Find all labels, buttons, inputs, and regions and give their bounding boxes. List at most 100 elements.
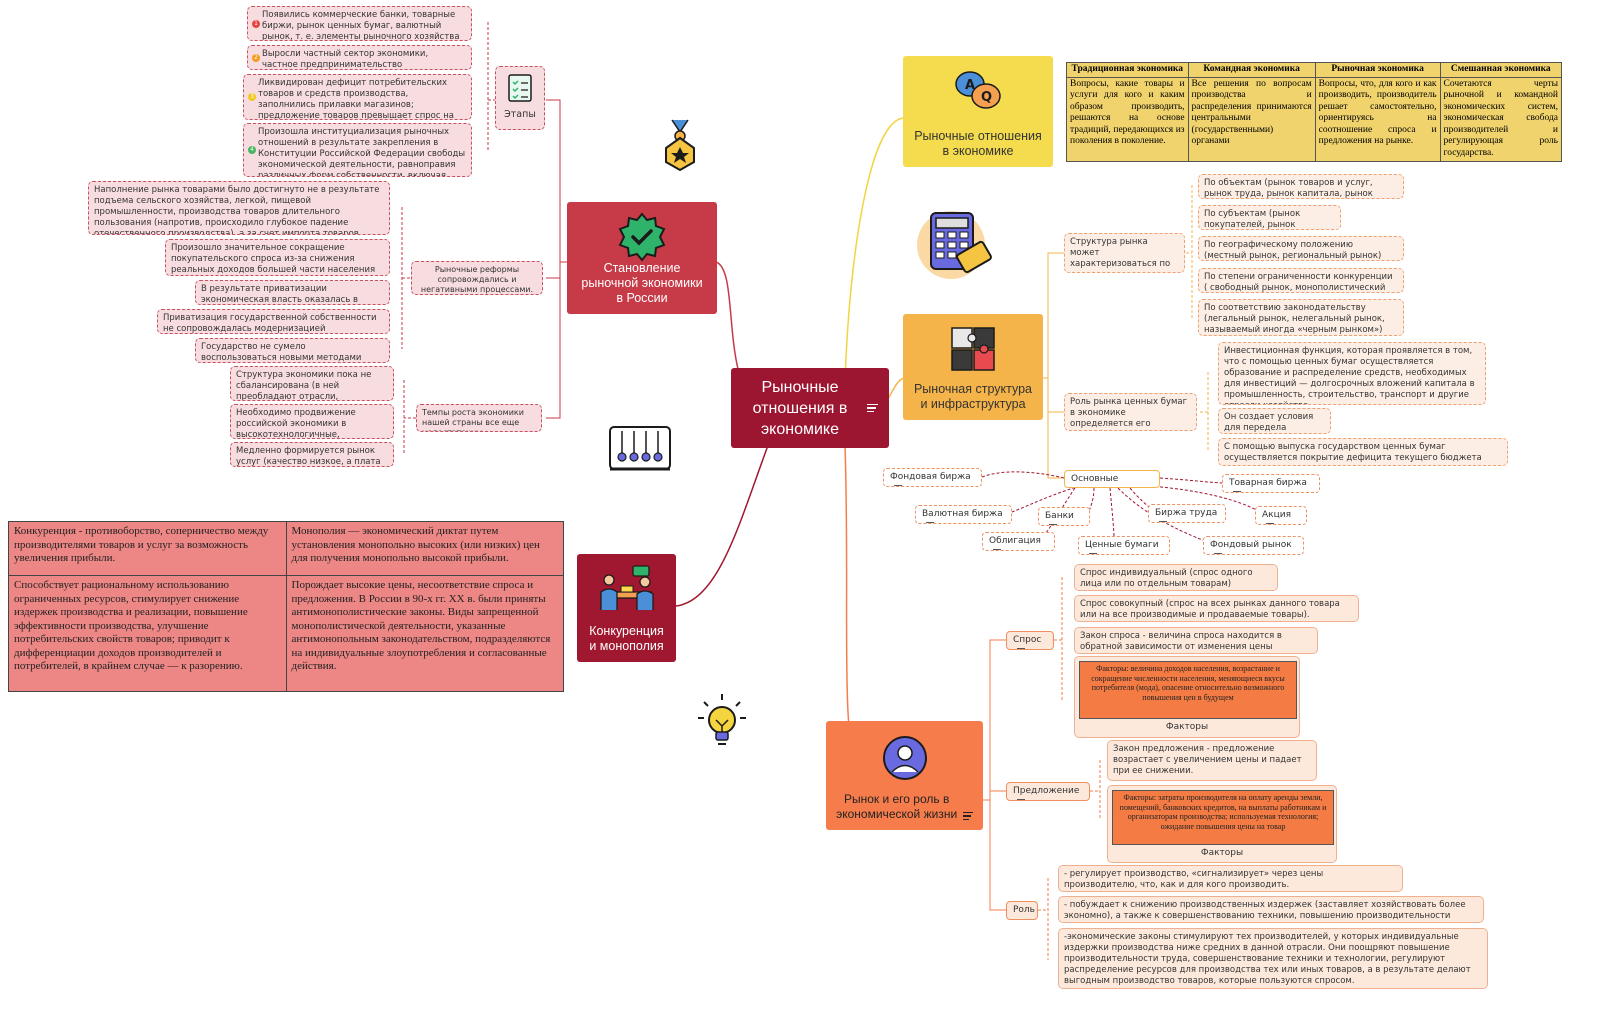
- supply-law-text: Закон предложения - предложение возраста…: [1113, 744, 1302, 776]
- menu-icon[interactable]: [993, 547, 1001, 550]
- supply-factors-node[interactable]: Факторы: затраты производителя на оплату…: [1107, 785, 1337, 863]
- securities-item-1[interactable]: Инвестиционная функция, которая проявляе…: [1218, 342, 1486, 405]
- supply-node[interactable]: Предложение: [1006, 782, 1090, 801]
- topic-market-title: Рынок и его роль в экономической жизни: [836, 792, 958, 821]
- central-topic[interactable]: Рыночные отношения в экономике: [731, 368, 889, 448]
- checklist-icon: [508, 74, 532, 102]
- menu-icon[interactable]: [926, 520, 934, 523]
- role-item-2[interactable]: - побуждает к снижению производственных …: [1058, 896, 1484, 923]
- demand-item-3[interactable]: Закон спроса - величина спроса находится…: [1074, 627, 1318, 654]
- stage-1[interactable]: 1 Появились коммерческие банки, товарные…: [247, 6, 472, 41]
- check-badge-icon: [618, 212, 666, 262]
- growth-item-3[interactable]: Медленно формируется рынок услуг (качест…: [230, 442, 394, 467]
- reform-item-4[interactable]: Приватизация государственной собственнос…: [157, 309, 390, 334]
- elements-node[interactable]: Основные элементы: [1064, 470, 1160, 488]
- demand-item-2[interactable]: Спрос совокупный (спрос на всех рынках д…: [1074, 595, 1359, 622]
- stage-4[interactable]: 4 Произошла институциализация рыночных о…: [243, 123, 472, 177]
- elements-label: Основные элементы: [1071, 474, 1119, 487]
- reform-item-3[interactable]: В результате приватизации экономическая …: [195, 280, 390, 305]
- stage-text: Произошла институциализация рыночных отн…: [258, 127, 466, 177]
- growth-text: Структура экономики пока не сбалансирова…: [236, 370, 372, 401]
- menu-icon[interactable]: [867, 402, 878, 415]
- role-text: - побуждает к снижению производственных …: [1064, 900, 1466, 921]
- element-share[interactable]: Акция: [1255, 506, 1307, 525]
- topic-rise-of-market-economy[interactable]: Становление рыночной экономики в России: [567, 202, 717, 314]
- element-commodity-exchange[interactable]: Товарная биржа: [1222, 474, 1320, 493]
- demand-node[interactable]: Спрос: [1006, 631, 1054, 650]
- demand-item-1[interactable]: Спрос индивидуальный (спрос одного лица …: [1074, 564, 1278, 591]
- element-label: Фондовая биржа: [890, 472, 971, 482]
- table-cell: Сочетаются черты рыночной и командной эк…: [1439, 76, 1563, 163]
- stage-number: 3: [248, 93, 256, 101]
- menu-icon[interactable]: [1214, 551, 1222, 554]
- menu-icon[interactable]: [1233, 489, 1241, 492]
- criteria-item-3[interactable]: По географическому положению (местный ры…: [1198, 236, 1404, 261]
- criteria-node[interactable]: Структура рынка может характеризоваться …: [1064, 233, 1185, 273]
- element-securities[interactable]: Ценные бумаги: [1078, 536, 1170, 555]
- securities-text: Инвестиционная функция, которая проявляе…: [1224, 346, 1475, 404]
- element-currency-exchange[interactable]: Валютная биржа: [915, 505, 1012, 524]
- topic-market-role[interactable]: Рынок и его роль в экономической жизни: [826, 721, 983, 830]
- demand-factors-text: Факторы: величина доходов населения, воз…: [1079, 661, 1297, 719]
- menu-icon[interactable]: [894, 483, 902, 486]
- competition-definition: Конкуренция - противоборство, соперничес…: [8, 520, 287, 577]
- growth-node[interactable]: Темпы роста экономики нашей страны все е…: [416, 404, 542, 432]
- topic-competition-monopoly[interactable]: Конкуренция и монополия: [577, 554, 676, 662]
- criteria-label: Структура рынка может характеризоваться …: [1070, 237, 1174, 272]
- reform-item-1[interactable]: Наполнение рынка товарами было достигнут…: [88, 181, 390, 235]
- role-item-3[interactable]: -экономические законы стимулируют тех пр…: [1058, 928, 1488, 989]
- stage-2[interactable]: 2 Выросли частный сектор экономики, част…: [247, 45, 472, 70]
- element-label: Акция: [1262, 510, 1291, 520]
- svg-text:A: A: [965, 78, 975, 93]
- table-header: Смешанная экономика: [1439, 62, 1563, 78]
- menu-icon[interactable]: [1159, 519, 1167, 522]
- demand-text: Закон спроса - величина спроса находится…: [1080, 631, 1282, 652]
- reform-item-2[interactable]: Произошло значительное сокращение покупа…: [165, 239, 390, 276]
- user-circle-icon: [883, 736, 927, 780]
- criteria-item-2[interactable]: По субъектам (рынок покупателей, рынок п…: [1198, 205, 1341, 230]
- menu-icon[interactable]: [1266, 521, 1274, 524]
- stages-node[interactable]: Этапы: [495, 66, 545, 130]
- growth-item-2[interactable]: Необходимо продвижение российской эконом…: [230, 404, 394, 439]
- securities-node[interactable]: Роль рынка ценных бумаг в экономике опре…: [1064, 393, 1197, 431]
- stage-number: 2: [252, 54, 260, 62]
- element-stock-exchange[interactable]: Фондовая биржа: [883, 468, 982, 487]
- element-bond[interactable]: Облигация: [982, 532, 1055, 551]
- menu-icon[interactable]: [1017, 646, 1025, 649]
- menu-icon[interactable]: [1089, 551, 1097, 554]
- role-node[interactable]: Роль: [1006, 901, 1038, 920]
- securities-item-3[interactable]: С помощью выпуска государством ценных бу…: [1218, 438, 1508, 466]
- criteria-item-1[interactable]: По объектам (рынок товаров и услуг, рыно…: [1198, 174, 1404, 199]
- stage-text: Ликвидирован дефицит потребительских тов…: [258, 78, 455, 120]
- reform-text: В результате приватизации экономическая …: [201, 284, 359, 305]
- supply-label: Предложение: [1013, 786, 1080, 796]
- element-label: Валютная биржа: [922, 509, 1003, 519]
- demand-text: Спрос совокупный (спрос на всех рынках д…: [1080, 599, 1340, 620]
- table-cell: Все решения по вопросам производства и р…: [1187, 76, 1316, 163]
- stages-label: Этапы: [504, 109, 536, 120]
- stage-3[interactable]: 3 Ликвидирован дефицит потребительских т…: [243, 74, 472, 120]
- topic-market-relations[interactable]: A Q Рыночные отношения в экономике: [903, 56, 1053, 167]
- element-banks[interactable]: Банки: [1038, 507, 1090, 526]
- securities-item-2[interactable]: Он создает условия для передела собствен…: [1218, 408, 1331, 434]
- supply-law[interactable]: Закон предложения - предложение возраста…: [1107, 740, 1317, 781]
- menu-icon[interactable]: [1049, 522, 1057, 525]
- criteria-item-4[interactable]: По степени ограниченности конкуренции ( …: [1198, 268, 1404, 293]
- menu-icon[interactable]: [963, 810, 973, 823]
- role-text: - регулирует производство, «сигнализируе…: [1064, 869, 1324, 890]
- criteria-item-5[interactable]: По соответствию законодательству (легаль…: [1198, 299, 1404, 336]
- reform-item-5[interactable]: Государство не сумело воспользоваться но…: [195, 338, 390, 363]
- role-item-1[interactable]: - регулирует производство, «сигнализируе…: [1058, 865, 1403, 892]
- topic-market-structure[interactable]: Рыночная структура и инфраструктура: [903, 314, 1043, 420]
- menu-icon[interactable]: [1017, 797, 1025, 800]
- qa-bubbles-icon: A Q: [955, 71, 1001, 109]
- element-stock-market[interactable]: Фондовый рынок: [1203, 536, 1304, 555]
- topic-rise-title: Становление рыночной экономики в России: [581, 261, 703, 305]
- competition-effects: Способствует рациональному использованию…: [8, 575, 287, 692]
- reforms-node[interactable]: Рыночные реформы сопровождались и негати…: [411, 261, 543, 295]
- role-label: Роль: [1013, 905, 1035, 915]
- element-labor-exchange[interactable]: Биржа труда: [1148, 504, 1226, 523]
- table-header: Традиционная экономика: [1066, 62, 1189, 78]
- demand-factors-node[interactable]: Факторы: величина доходов населения, воз…: [1074, 656, 1300, 738]
- growth-item-1[interactable]: Структура экономики пока не сбалансирова…: [230, 366, 394, 401]
